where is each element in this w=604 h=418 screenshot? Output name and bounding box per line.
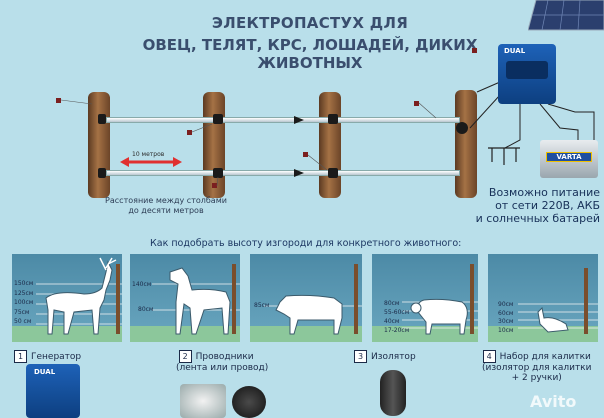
cow-label-1: 85см [254, 302, 270, 309]
goose-label-3: 30см [498, 318, 514, 325]
goose-label-2: 60см [498, 309, 514, 317]
deer-illustration [36, 257, 122, 335]
tape-reel-product [180, 384, 226, 418]
panel-goose: 90см 60см 30см 10см [488, 254, 598, 342]
panel-deer: 150см 125см 100см 75см 50 см [12, 254, 122, 342]
panel-cow: 85см [250, 254, 362, 342]
distance-label: 10 метров [132, 151, 165, 158]
battery: VARTA [540, 140, 598, 178]
fence-post-4 [455, 90, 477, 198]
sheep-illustration [402, 264, 478, 335]
panel-ground [130, 326, 240, 342]
fence-wire-top [106, 117, 460, 123]
goose-illustration [518, 268, 598, 334]
legend-label-1: Генератор [31, 352, 82, 362]
solar-panel [528, 0, 604, 31]
battery-brand: VARTA [546, 152, 592, 162]
page-subtitle: ОВЕЦ, ТЕЛЯТ, КРС, ЛОШАДЕЙ, ДИКИХ ЖИВОТНЫ… [142, 36, 478, 72]
page-title: ЭЛЕКТРОПАСТУХ ДЛЯ [211, 14, 409, 32]
post-distance-line-1: Расстояние между столбами [105, 196, 227, 205]
sheep-height-labels: 80см 55-60см 40см 17-20см [384, 299, 409, 335]
horse-illustration [152, 264, 240, 335]
legend-label-4-sub2: + 2 ручки) [511, 373, 562, 383]
legend-label-2-sub: (лента или провод) [176, 363, 269, 373]
panel-sheep: 80см 55-60см 40см 17-20см [372, 254, 478, 342]
goose-label-1: 90см [498, 301, 514, 308]
legend-item-3: 3 Изолятор [354, 350, 416, 363]
panel-ground [372, 326, 478, 342]
fence-wire-bottom [106, 170, 460, 176]
power-supply-text: Возможно питание от сети 220В, АКБ и сол… [462, 186, 600, 225]
energizer-product: DUAL [26, 364, 80, 418]
legend-label-2: Проводники [195, 352, 254, 362]
energizer-display [506, 61, 548, 79]
post-distance-line-2: до десяти метров [128, 206, 204, 215]
panel-ground [488, 326, 598, 342]
legend-number-3: 3 [354, 350, 367, 363]
horse-label-1: 140см [132, 281, 152, 288]
legend-label-3: Изолятор [371, 352, 416, 362]
power-supply-line-1: Возможно питание [488, 186, 600, 199]
sheep-label-4: 17-20см [384, 327, 410, 334]
power-supply-line-2: от сети 220В, АКБ [495, 199, 600, 212]
energizer-brand: DUAL [504, 47, 526, 55]
deer-label-1: 150см [14, 280, 34, 287]
deer-height-labels: 150см 125см 100см 75см 50 см [14, 279, 33, 327]
legend-number-1: 1 [14, 350, 27, 363]
deer-label-5: 50 см [14, 318, 32, 325]
watermark: Avito [530, 392, 577, 411]
legend-number-2: 2 [178, 350, 192, 363]
deer-label-4: 75см [14, 308, 30, 316]
fence-connectors [56, 48, 595, 188]
sheep-label-1: 80см [384, 300, 400, 307]
goose-height-labels: 90см 60см 30см 10см [498, 301, 513, 335]
height-section-subtitle: Как подобрать высоту изгороди для конкре… [150, 238, 462, 249]
sheep-label-2: 55-60см [384, 309, 410, 316]
wire-reel-product [232, 386, 266, 418]
power-supply-line-3: и солнечных батарей [475, 212, 600, 225]
deer-label-2: 125см [14, 289, 34, 297]
legend-item-1: 1 Генератор [14, 350, 81, 363]
legend-label-4-sub: (изолятор для калитки [482, 363, 592, 373]
deer-label-3: 100см [14, 299, 34, 306]
sheep-label-3: 40см [384, 318, 400, 325]
goose-label-4: 10см [498, 326, 514, 334]
energizer-device: DUAL [498, 44, 556, 104]
energizer-product-brand: DUAL [34, 368, 56, 376]
panel-horse: 140см 80см [130, 254, 240, 342]
legend-number-4: 4 [482, 350, 496, 363]
horse-label-2: 80см [138, 306, 154, 313]
legend-label-4: Набор для калитки [499, 352, 591, 362]
insulator-product [380, 370, 406, 416]
post-distance-text: Расстояние между столбами до десяти метр… [96, 196, 236, 216]
cow-illustration [264, 264, 362, 335]
